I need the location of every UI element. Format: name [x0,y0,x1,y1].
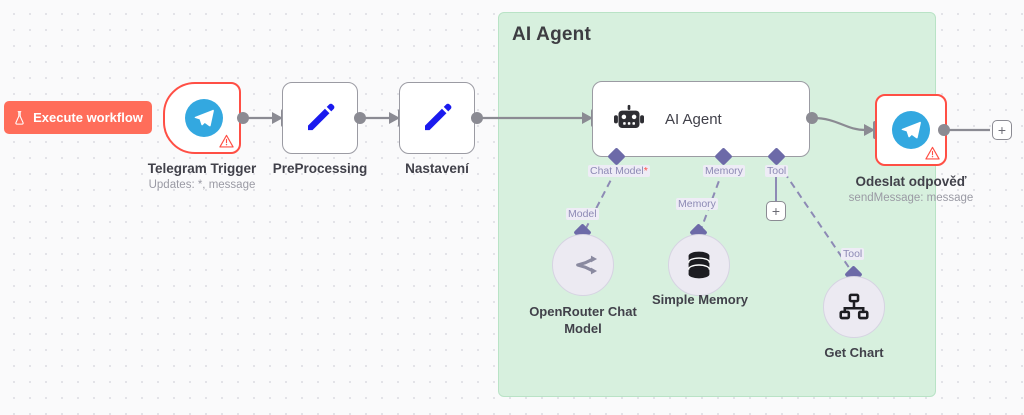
openrouter-port-label: Model [566,208,599,220]
preprocessing-label: PreProcessing [272,161,368,176]
odeslat-odpoved-subtitle: sendMessage: message [848,192,974,204]
telegram-trigger-label: Telegram Trigger [147,161,257,176]
telegram-icon [892,111,930,149]
ai-agent-output-port[interactable] [806,112,818,124]
simple-memory-label: Simple Memory [651,292,749,307]
openrouter-chat-model-circle[interactable] [552,234,614,296]
pencil-icon [425,103,452,131]
warning-icon [925,146,940,160]
execute-workflow-label: Execute workflow [33,110,143,125]
preprocessing-box[interactable] [282,82,358,154]
simple-memory-circle[interactable] [668,234,730,296]
telegram-trigger-box[interactable] [163,82,241,154]
flask-icon [15,111,24,125]
ai-agent-group-title: AI Agent [512,24,592,45]
pencil-icon [308,103,335,131]
odeslat-odpoved-label: Odeslat odpověď [855,174,967,189]
tool-port-label: Tool [765,165,789,177]
nastaveni-output-port[interactable] [471,112,483,124]
add-tool-button[interactable]: + [766,201,786,221]
telegram-trigger-output-port[interactable] [237,112,249,124]
database-icon [687,251,711,279]
simple-memory-port-label: Memory [676,198,718,210]
nastaveni-box[interactable] [399,82,475,154]
odeslat-odpoved-output-port[interactable] [938,124,950,136]
get-chart-port-label: Tool [841,248,865,260]
execute-workflow-button[interactable]: Execute workflow [4,101,152,134]
chat-model-port-label: Chat Model* [588,165,650,177]
nastaveni-label: Nastavení [405,161,469,176]
warning-icon [219,134,234,148]
ai-agent-box[interactable]: AI Agent [592,81,810,157]
openrouter-chat-model-label-line1: OpenRouter Chat [529,304,637,319]
preprocessing-output-port[interactable] [354,112,366,124]
robot-icon [614,104,644,128]
odeslat-odpoved-box[interactable] [875,94,947,166]
openrouter-icon [576,255,598,275]
get-chart-label: Get Chart [824,345,884,360]
telegram-trigger-subtitle: Updates: *, message [148,179,256,191]
openrouter-chat-model-label-line2: Model [564,321,602,336]
get-chart-circle[interactable] [823,276,885,338]
sitemap-icon [839,293,869,320]
ai-agent-node-label: AI Agent [665,110,722,128]
telegram-icon [185,99,223,137]
add-next-node-button[interactable]: + [992,120,1012,140]
memory-port-label: Memory [703,165,745,177]
